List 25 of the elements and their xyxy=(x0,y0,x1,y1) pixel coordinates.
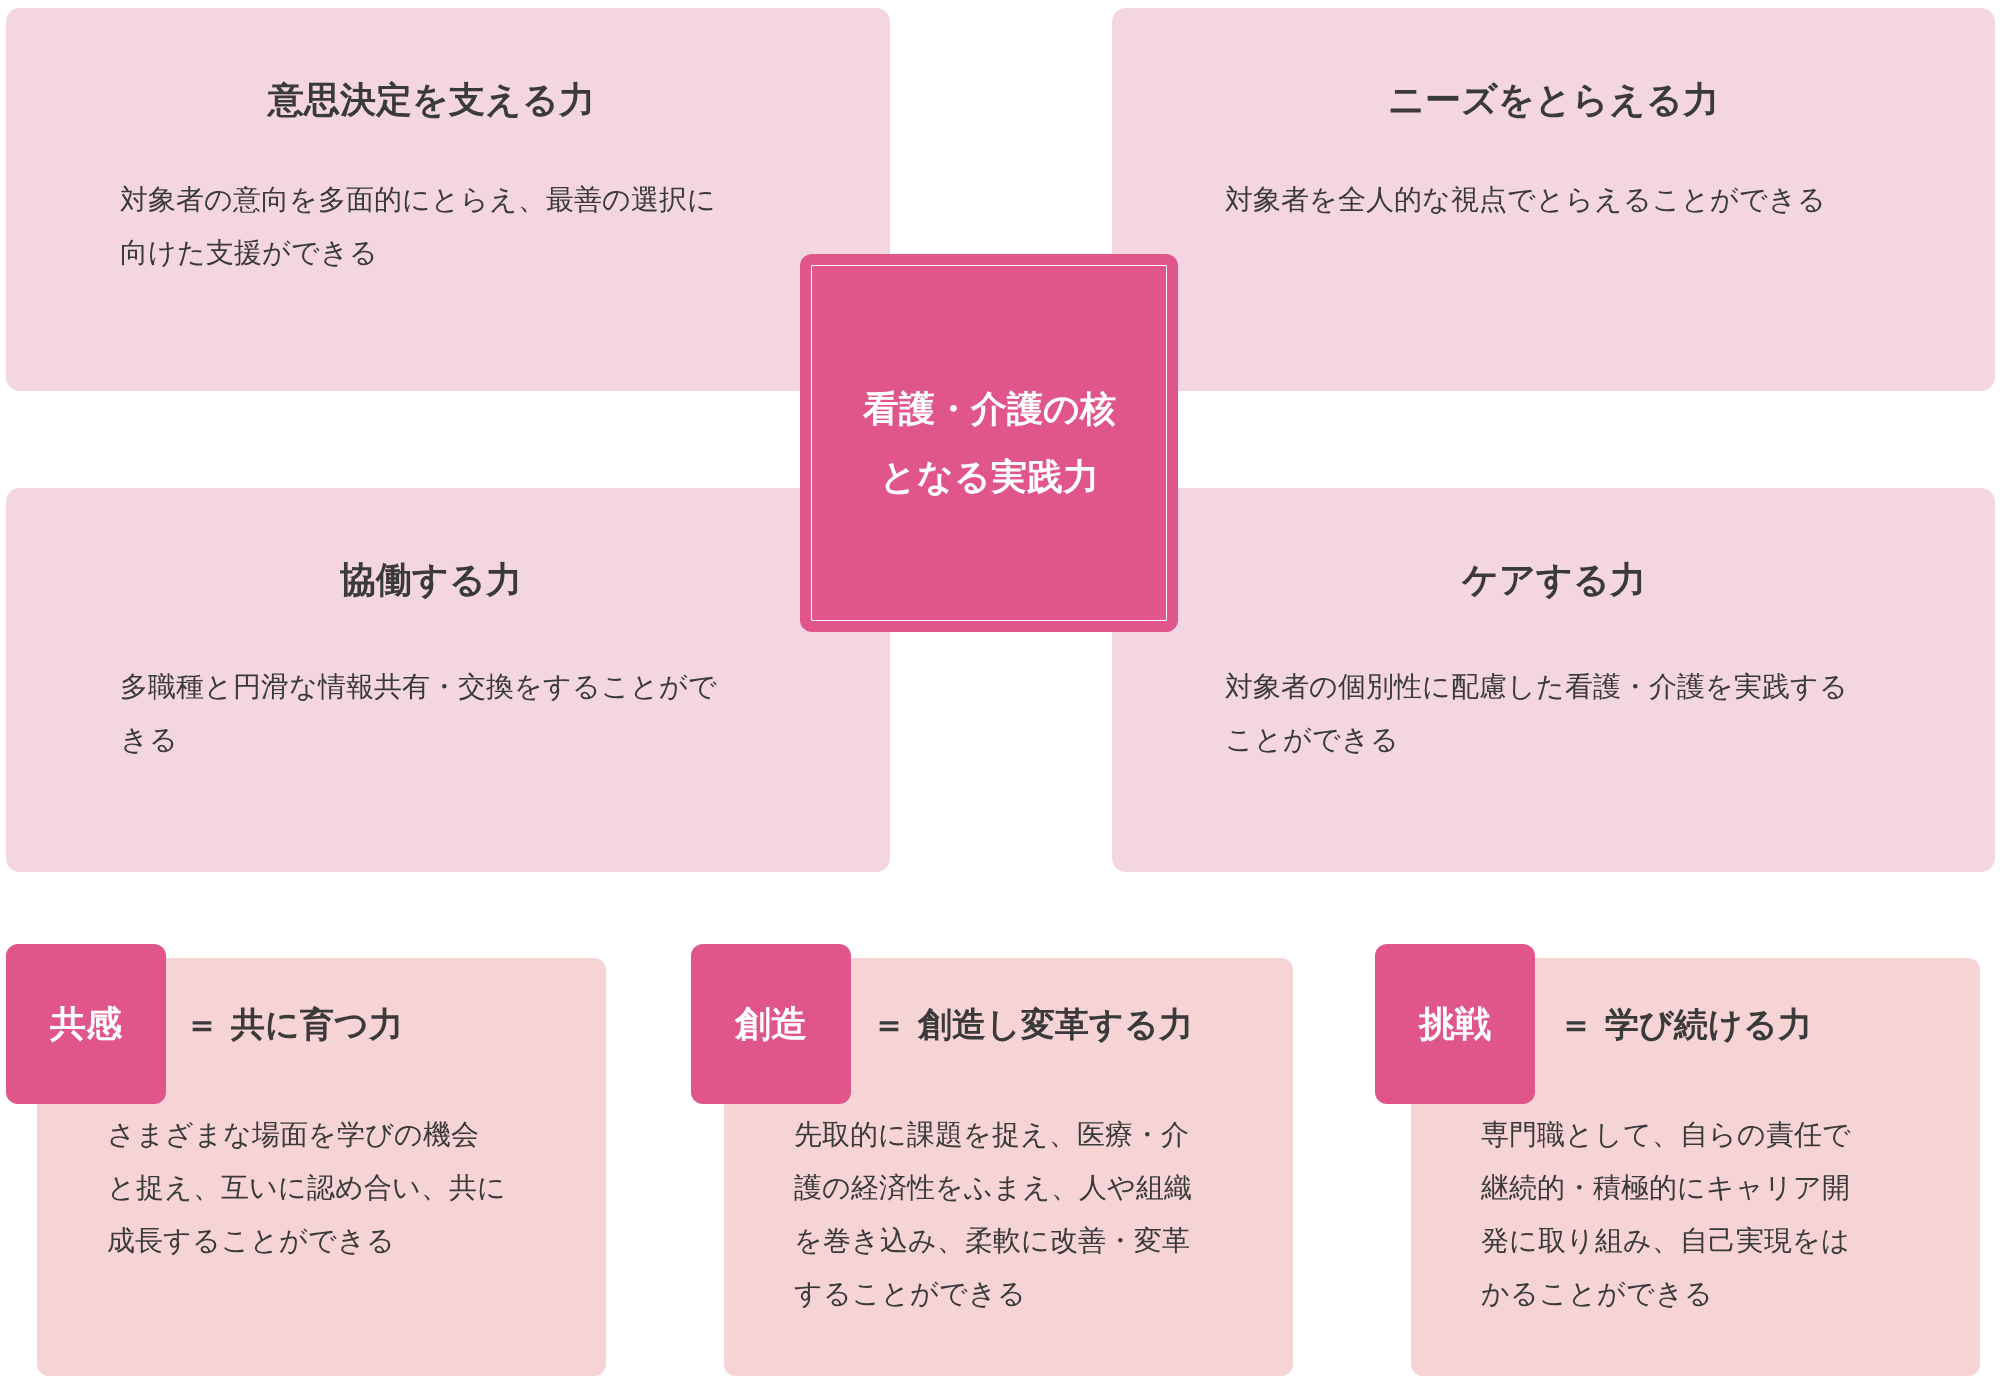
category-badge: 共感 xyxy=(6,944,166,1104)
core-box xyxy=(800,254,1178,632)
card-description: 多職種と円滑な情報共有・交換をすることができる xyxy=(120,669,718,758)
card-description: 対象者の意向を多面的にとらえ、最善の選択に向けた支援ができる xyxy=(120,182,717,271)
competency-card xyxy=(724,958,1293,1376)
category-badge: 創造 xyxy=(691,944,851,1104)
card-heading: ニーズをとらえる力 xyxy=(1387,78,1720,122)
core-title: 看護・介護の核となる実践力 xyxy=(861,387,1117,499)
card-description: 対象者を全人的な視点でとらえることができる xyxy=(1225,182,1827,218)
skill-card xyxy=(1112,488,1995,872)
card-heading: ＝ 創造し変革する力 xyxy=(872,1003,1193,1046)
skill-card xyxy=(6,8,890,391)
category-badge: 挑戦 xyxy=(1375,944,1535,1104)
card-heading: ＝ 共に育つ力 xyxy=(185,1003,403,1046)
competency-card xyxy=(37,958,606,1376)
card-heading: ケアする力 xyxy=(1460,558,1647,602)
competency-card xyxy=(1411,958,1980,1376)
card-heading: 協働する力 xyxy=(339,558,523,602)
card-heading: 意思決定を支える力 xyxy=(266,78,596,122)
card-description: さまざまな場面を学びの機会と捉え、互いに認め合い、共に成長することができる xyxy=(107,1117,507,1259)
card-description: 専門職として、自らの責任で継続的・積極的にキャリア開発に取り組み、自己実現をはかることができる xyxy=(1481,1117,1852,1312)
card-description: 先取的に課題を捉え、医療・介護の経済性をふまえ、人や組織を巻き込み、柔軟に改善・変革することができる xyxy=(794,1117,1193,1312)
skill-card xyxy=(1112,8,1995,391)
card-heading: ＝ 学び続ける力 xyxy=(1559,1003,1812,1046)
card-description: 対象者の個別性に配慮した看護・介護を実践することができる xyxy=(1225,669,1849,758)
